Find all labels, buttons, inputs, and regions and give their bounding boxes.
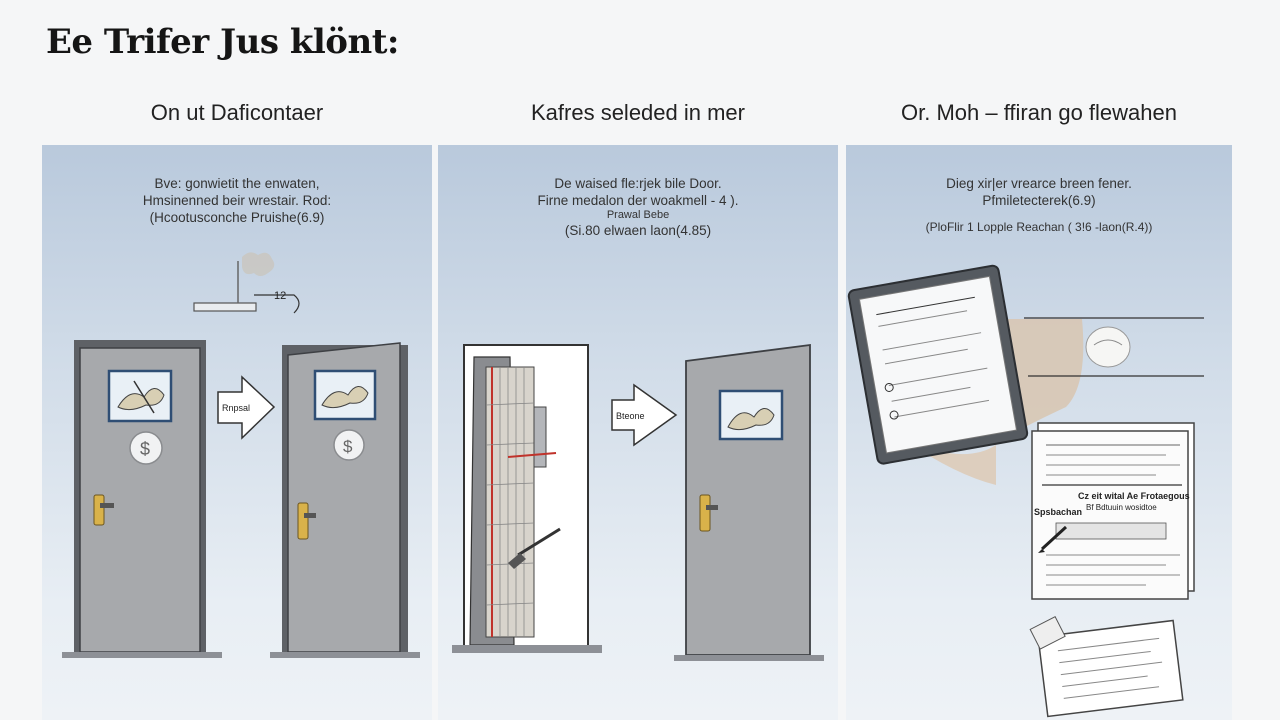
step-2-illustration: Bteone xyxy=(452,343,824,661)
screwdriver-icon xyxy=(508,527,561,569)
document-text: Bf Bdtuuin wosidtoe xyxy=(1086,503,1157,512)
document-icon: Cz eit wital Ae Frotaegous Bf Bdtuuin wo… xyxy=(1031,422,1195,600)
door-sign-icon xyxy=(718,389,784,441)
door-sign-icon xyxy=(313,369,377,421)
dimension-label: 12 xyxy=(274,290,286,302)
svg-text:$: $ xyxy=(140,439,150,459)
step-1-panel: 12 $ Rnpsal xyxy=(42,145,432,720)
checklist-icon xyxy=(1029,616,1184,718)
step-1-description: Bve: gonwietit the enwaten, Hmsinenned b… xyxy=(42,175,432,226)
dimension-marker: 12 xyxy=(254,290,300,314)
step-3-heading: Or. Moh – ffiran go flewahen xyxy=(901,100,1177,125)
step-3-panel: Cz eit wital Ae Frotaegous Bf Bdtuuin wo… xyxy=(846,145,1232,720)
page-title: Ee Trifer Jus klönt: xyxy=(46,22,399,62)
door-handle-icon xyxy=(93,494,114,526)
description-line: Prawal Bebe xyxy=(606,209,670,221)
smoke-detector-icon xyxy=(193,252,275,312)
description-line: (Si.80 elwaen laon(4.85) xyxy=(564,223,712,238)
description-line: Firne medalon der woakmell - 4 ). xyxy=(537,193,739,208)
document-text: Spsbachan xyxy=(1034,507,1082,517)
description-line: De waised fle:rjek bile Door. xyxy=(554,176,722,191)
description-line: Dieg xir|er vrearce breen fener. xyxy=(946,176,1132,191)
door-sign-icon xyxy=(107,369,173,423)
description-subline: (PloFlir 1 Lopple Reachan ( 3!6 -laon(R.… xyxy=(925,220,1153,234)
step-2-heading: Kafres seleded in mer xyxy=(531,100,745,125)
step-1-illustration: 12 $ Rnpsal xyxy=(62,252,420,658)
arrow-right-icon: Bteone xyxy=(611,383,678,447)
coin-icon: $ xyxy=(129,431,163,465)
smoke-detector-icon xyxy=(1085,326,1131,368)
description-line: Pfmiletecterek(6.9) xyxy=(982,193,1096,208)
arrow-right-icon: Rnpsal xyxy=(217,375,276,440)
door-handle-icon xyxy=(699,494,718,532)
door-frame-cutaway-icon xyxy=(452,344,602,653)
step-3-description: Dieg xir|er vrearce breen fener. Pfmilet… xyxy=(846,175,1232,236)
arrow-label: Rnpsal xyxy=(222,403,250,413)
svg-text:$: $ xyxy=(343,437,353,456)
step-2-panel: Bteone De waised fle:rjek bile Door. Fir… xyxy=(438,145,838,720)
description-line: Hmsinenned beir wrestair. Rod: xyxy=(142,193,332,208)
coin-icon: $ xyxy=(333,429,365,461)
arrow-label: Bteone xyxy=(616,411,645,421)
pen-icon xyxy=(1038,525,1068,553)
step-1-heading: On ut Daficontaer xyxy=(150,100,324,125)
tablet-certificate-icon xyxy=(847,264,1029,465)
description-line: Bve: gonwietit the enwaten, xyxy=(154,176,320,191)
document-text: Cz eit wital Ae Frotaegous xyxy=(1078,491,1190,501)
door-handle-icon xyxy=(297,502,316,540)
step-3-illustration: Cz eit wital Ae Frotaegous Bf Bdtuuin wo… xyxy=(847,264,1204,718)
description-line: (Hcootusconche Pruishe(6.9) xyxy=(149,210,325,225)
step-2-description: De waised fle:rjek bile Door. Firne meda… xyxy=(438,175,838,239)
leader-lines xyxy=(1024,317,1204,377)
